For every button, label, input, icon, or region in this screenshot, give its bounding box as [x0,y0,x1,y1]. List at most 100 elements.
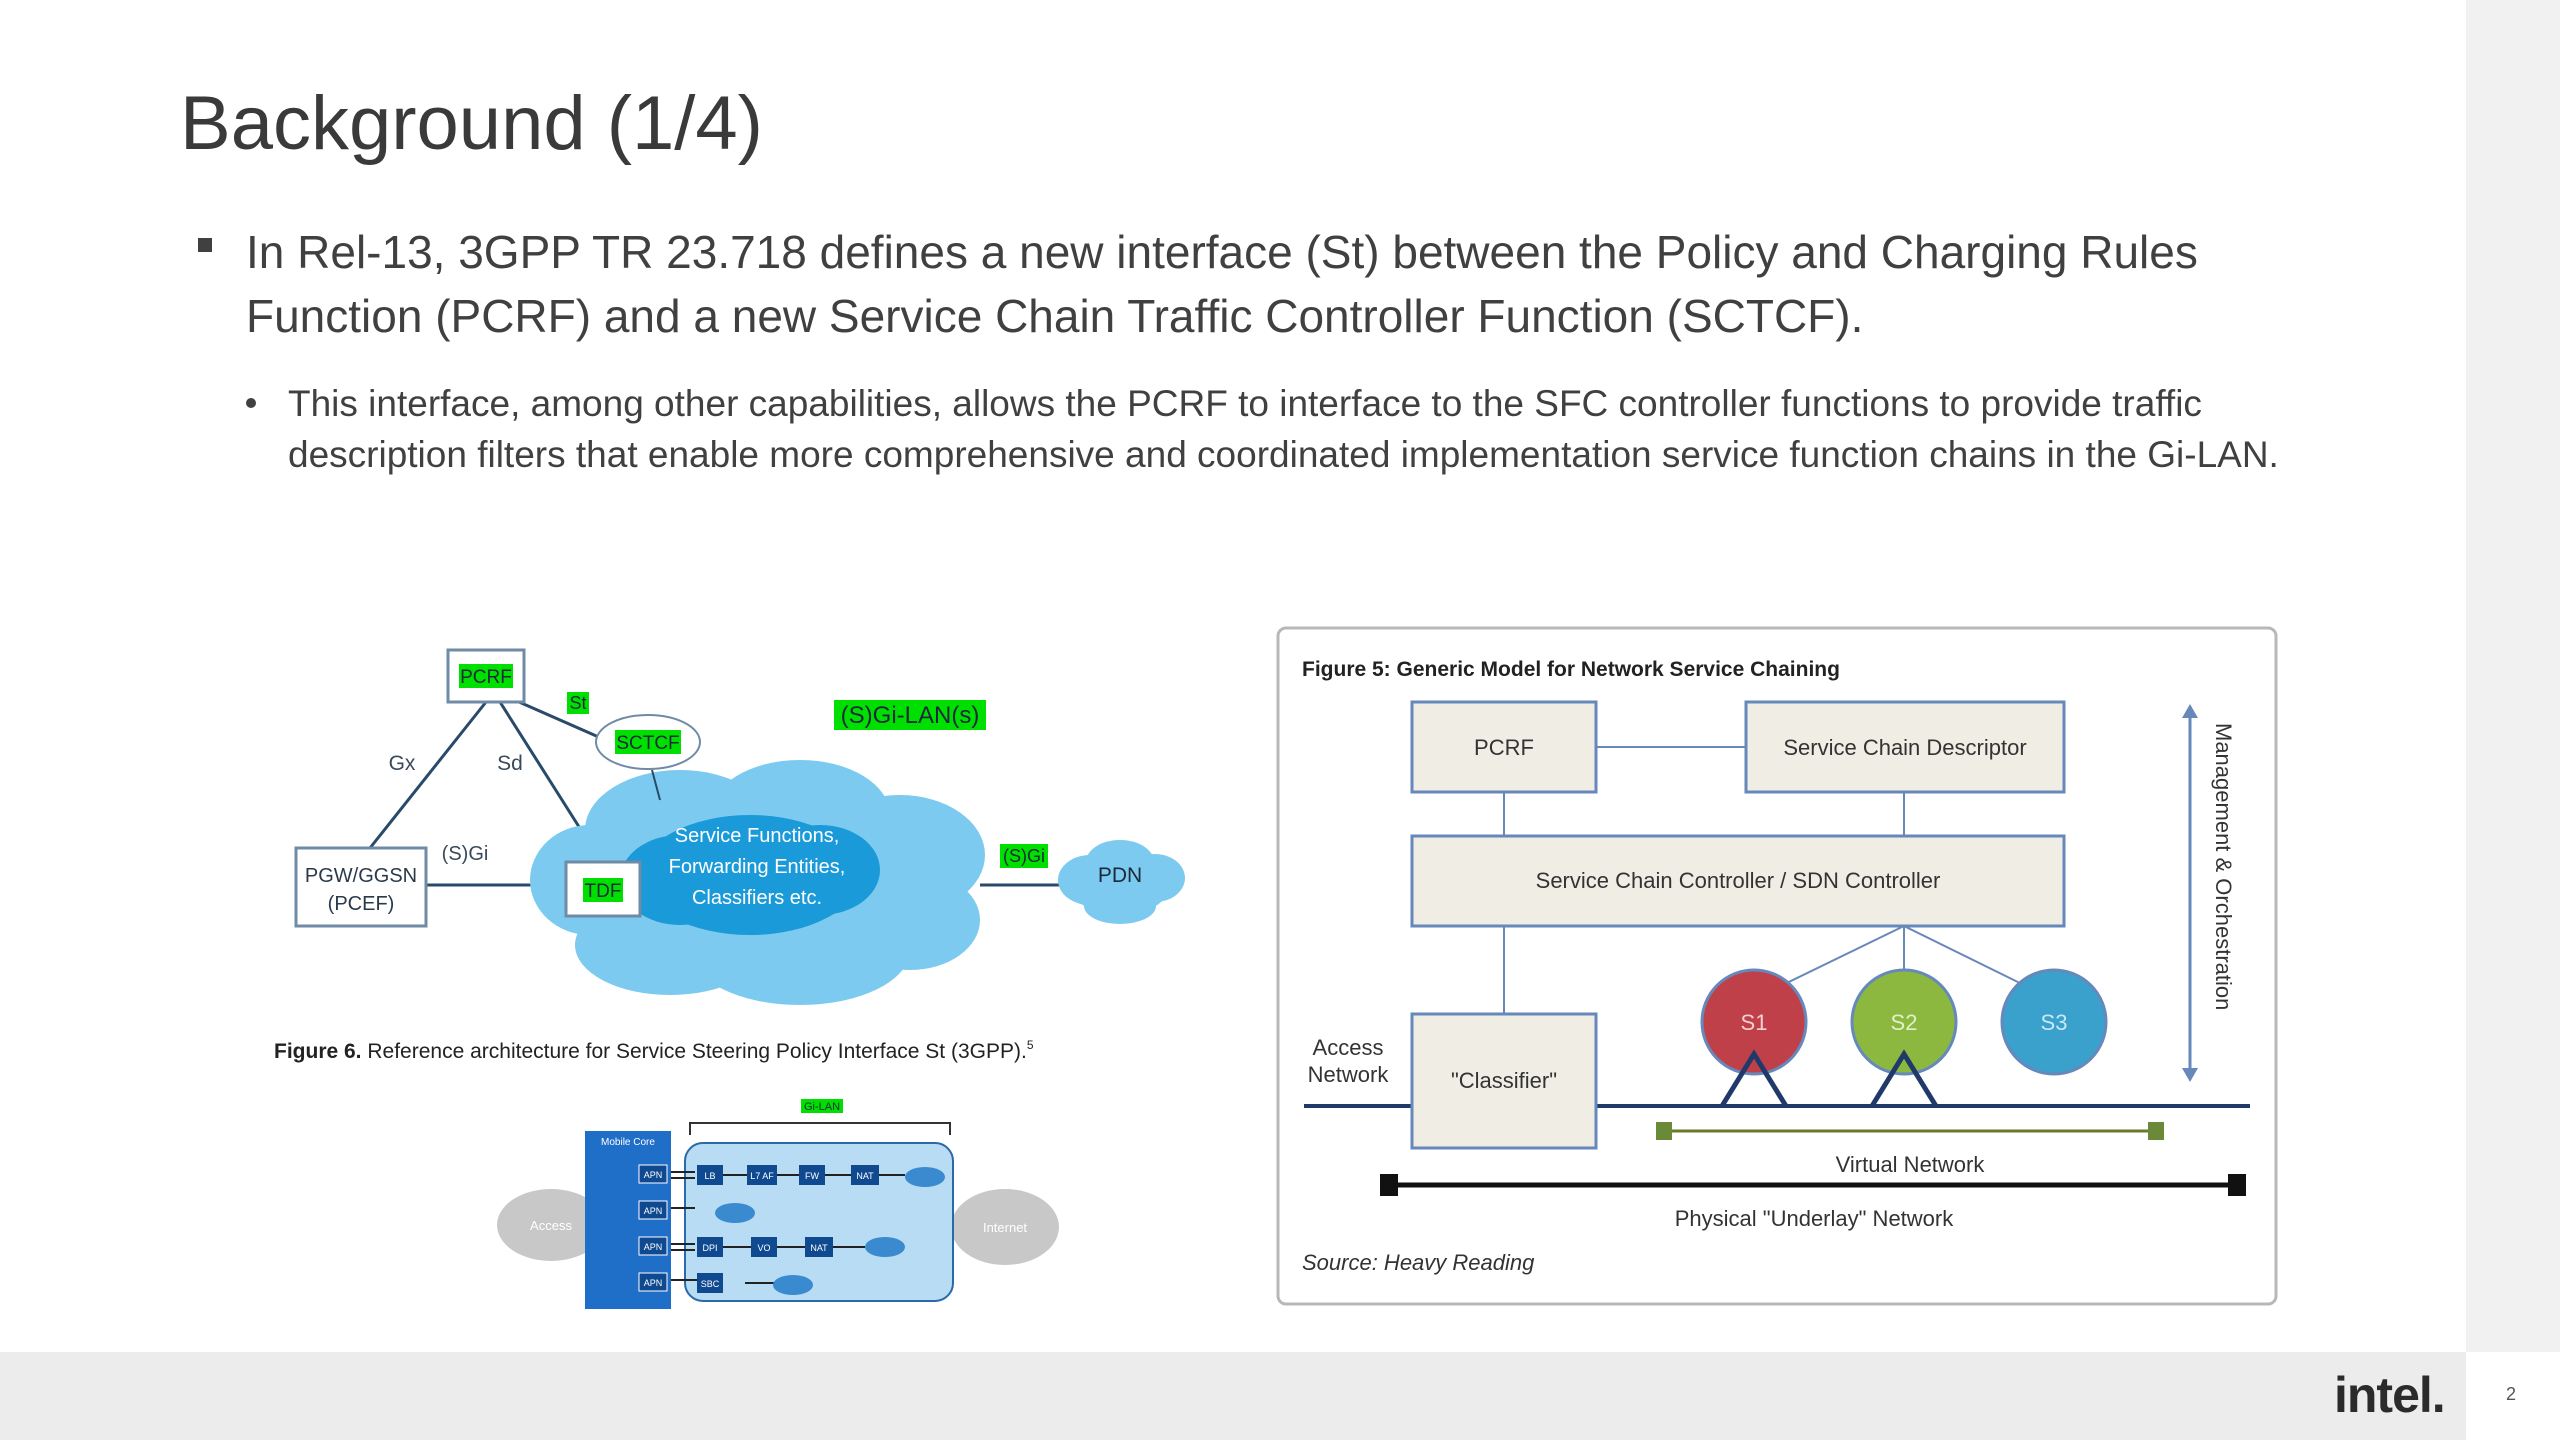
svg-text:APN: APN [644,1170,663,1180]
gilan-bracket [689,1122,951,1135]
sgi-right-highlight [1000,844,1048,868]
apn-3: APN [638,1236,668,1256]
figure5-title: Figure 5: Generic Model for Network Serv… [1302,658,1840,681]
virtual-label: Virtual Network [1836,1152,1986,1177]
gilan-cloud-inner [620,815,880,935]
figure6-caption-sup: 5 [1027,1038,1034,1052]
sf-l7af: L7 AF [747,1165,777,1185]
gilan-label: (S)Gi-LAN(s) [841,702,980,729]
cloud-line1: Service Functions, [675,825,840,847]
sd-label: Sd [497,752,523,775]
tdf-highlight [583,878,623,902]
pgw-line1: PGW/GGSN [305,865,417,887]
cloud-line3: Classifiers etc. [692,887,822,909]
svg-text:LB: LB [704,1171,715,1181]
source-label: Source: Heavy Reading [1302,1250,1535,1275]
page-number: 2 [2506,1384,2517,1404]
svg-text:NAT: NAT [810,1243,828,1253]
svg-text:APN: APN [644,1242,663,1252]
sf-nat2: NAT [805,1237,833,1257]
descriptor-box [1744,700,2066,794]
gx-label: Gx [389,752,416,775]
sf-lb: LB [697,1165,723,1185]
svg-text:DPI: DPI [702,1243,717,1253]
pcrf-box [1410,700,1598,794]
pdn-label: PDN [1098,864,1142,887]
pgw-line2: (PCEF) [328,893,395,915]
svg-text:FW: FW [805,1171,819,1181]
intel-logo: intel. [2334,1367,2446,1423]
apn-4: APN [638,1272,668,1292]
s2-node [1850,968,1958,1076]
chain-arrows [671,1171,905,1284]
figure6-caption-text: Reference architecture for Service Steer… [362,1040,1027,1063]
svg-text:L7 AF: L7 AF [750,1171,774,1181]
physical-end-right [2228,1174,2246,1196]
sctcf-highlight [615,730,681,754]
st-highlight [567,692,589,714]
s1-label: S1 [1741,1010,1768,1035]
access-label: Access [530,1218,572,1233]
figure5-diagram: Figure 5: Generic Model for Network Serv… [1276,626,2278,1306]
sf-vo: VO [751,1237,777,1257]
s3-label: S3 [2041,1010,2068,1035]
figure6-diagram: Service Functions, Forwarding Entities, … [274,648,1185,1063]
apn-2: APN [638,1200,668,1220]
access-oval [497,1189,605,1261]
sctcf-label: SCTCF [616,733,679,754]
sgi-right-label: (S)Gi [1003,846,1045,866]
pcrf-label: PCRF [460,667,512,688]
router-icon [905,1167,945,1187]
footer-corner [2466,1352,2560,1440]
sub-bullet-text: This interface, among other capabilities… [288,383,2279,475]
s1-node [1700,968,1808,1076]
mgmt-arrow-up-icon [2182,704,2198,718]
router-icons [715,1167,945,1295]
physical-label: Physical "Underlay" Network [1675,1206,1954,1231]
gilan-small-label: Gi-LAN [804,1101,840,1113]
s3-node [2000,968,2108,1076]
pcrf-box-label: PCRF [1474,735,1534,760]
virtual-end-left [1656,1122,1672,1140]
figure6-caption-bold: Figure 6. [274,1040,362,1063]
slide-title: Background (1/4) [180,81,763,166]
figure6-caption: Figure 6. Reference architecture for Ser… [274,1038,1034,1063]
pdn-cloud [1058,840,1185,924]
round-bullet-icon [246,398,256,408]
physical-end-left [1380,1174,1398,1196]
main-bullet-text: In Rel-13, 3GPP TR 23.718 defines a new … [246,226,2198,342]
sf-nat: NAT [851,1165,879,1185]
virtual-end-right [2148,1122,2164,1140]
classifier-label: "Classifier" [1451,1068,1557,1093]
apn-1: APN [638,1164,668,1184]
controller-label: Service Chain Controller / SDN Controlle… [1536,868,1941,893]
cloud-line2: Forwarding Entities, [669,856,846,878]
sgi-left-label: (S)Gi [442,843,489,865]
st-link [509,696,611,744]
s1-tap [1719,1049,1789,1108]
internet-oval [951,1189,1059,1265]
right-margin-strip [2466,0,2560,1352]
sctcf-cloud-link [651,769,661,801]
router-icon [865,1237,905,1257]
svg-text:APN: APN [644,1278,663,1288]
st-label: St [569,693,586,713]
sf-sbc: SBC [697,1273,723,1293]
gilan-highlight [834,700,986,730]
controller-s3-link [1903,925,2031,989]
controller-box [1410,834,2066,928]
pgw-box [294,846,428,928]
svg-text:SBC: SBC [701,1279,720,1289]
classifier-box [1410,1012,1598,1150]
mgmt-label: Management & Orchestration [2211,723,2236,1010]
pcrf-highlight [459,664,513,688]
sf-dpi: DPI [697,1237,723,1257]
access-label-1: Access [1313,1035,1384,1060]
gilan-small-diagram: Access Internet Gi-LAN Mobile Core APN A… [497,1099,1059,1309]
sf-fw: FW [799,1165,825,1185]
footer-bar [0,1352,2466,1440]
router-icon [715,1203,755,1223]
mobile-core-label: Mobile Core [601,1137,655,1148]
router-icon [773,1275,813,1295]
descriptor-label: Service Chain Descriptor [1783,735,2026,760]
